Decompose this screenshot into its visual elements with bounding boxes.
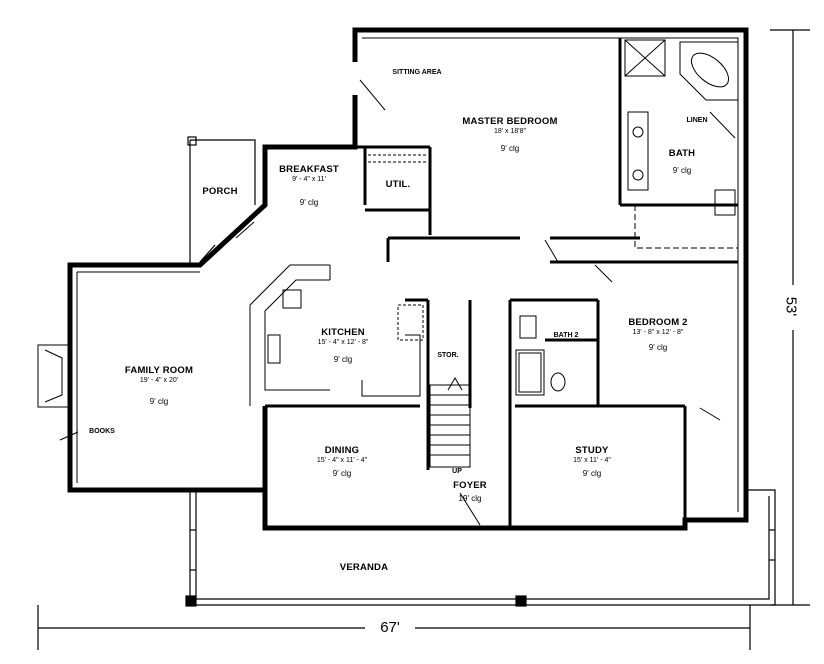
breakfast-ceiling: 9' clg [299,197,319,207]
bath2-label: BATH 2 [553,332,579,339]
bath-ceiling: 9' clg [672,165,692,175]
porch-outline [187,136,256,265]
breakfast-dims: 9' - 4" x 11' [292,175,326,183]
dining-label: DINING 15' - 4" x 11' - 4" 9' clg [316,445,368,478]
dining-name: DINING [324,445,360,456]
study-label: STUDY 15' x 11' - 4" 9' clg [573,445,611,478]
study-name: STUDY [575,445,609,456]
kitchen-dims: 15' - 4" x 12' - 8" [317,338,369,346]
porch-label: PORCH [202,186,238,197]
util-shelves [368,154,428,163]
master-bath-fixtures [624,39,739,249]
bath-name: BATH [668,148,696,159]
family-room-name: FAMILY ROOM [124,365,194,376]
interior-walls [265,38,738,528]
foyer-label: FOYER 19' clg [453,480,487,503]
depth-dimension [770,29,810,606]
kitchen-label: KITCHEN 15' - 4" x 12' - 8" 9' clg [317,327,369,364]
bedroom2-ceiling: 9' clg [648,342,668,352]
kitchen-ceiling: 9' clg [333,354,353,364]
outer-lines [76,37,739,512]
master-bedroom-name: MASTER BEDROOM [462,116,558,127]
linen-label: LINEN [686,117,708,124]
veranda-outline [185,489,776,607]
breakfast-name: BREAKFAST [279,164,339,175]
bedroom2-name: BEDROOM 2 [628,317,688,328]
sitting-area-label: SITTING AREA [392,69,442,76]
bedroom2-dims: 13' - 8" x 12' - 8" [632,328,684,336]
bath-label: BATH 9' clg [668,148,696,175]
family-room-dims: 19' - 4" x 20' [139,376,179,384]
study-ceiling: 9' clg [582,468,602,478]
foyer-ceiling: 19' clg [458,493,482,503]
master-bedroom-label: MASTER BEDROOM 18' x 18'8" 9' clg [462,116,558,153]
family-room-ceiling: 9' clg [149,396,169,406]
master-bedroom-ceiling: 9' clg [500,143,520,153]
exterior-walls [67,27,749,531]
bedroom2-label: BEDROOM 2 13' - 8" x 12' - 8" 9' clg [628,317,688,352]
width-dimension-label: 67' [380,619,400,636]
foyer-name: FOYER [453,480,487,491]
study-dims: 15' x 11' - 4" [573,456,611,464]
up-label: UP [452,468,462,475]
stor-label: STOR. [437,352,459,359]
master-bedroom-dims: 18' x 18'8" [493,127,527,135]
kitchen-name: KITCHEN [321,327,365,338]
family-room-label: FAMILY ROOM 19' - 4" x 20' 9' clg [124,365,194,406]
door-swings [59,79,736,526]
stair [429,377,471,468]
books-label: BOOKS [89,428,115,435]
breakfast-label: BREAKFAST 9' - 4" x 11' 9' clg [279,164,339,207]
width-dimension [37,605,751,650]
depth-dimension-label: 53' [782,296,800,317]
bath2-fixtures [515,315,566,396]
dining-ceiling: 9' clg [332,468,352,478]
kitchen-counters [249,264,424,406]
dining-dims: 15' - 4" x 11' - 4" [316,456,368,464]
fireplace [37,344,71,408]
util-label: UTIL. [385,179,411,190]
veranda-label: VERANDA [339,562,389,573]
